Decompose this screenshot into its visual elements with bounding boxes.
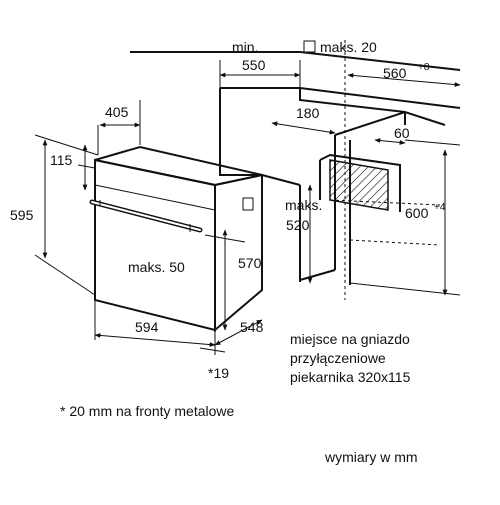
dim-405-label: 405 (105, 104, 129, 120)
dim-115-label: 115 (50, 152, 73, 168)
mounting-bracket (242, 197, 254, 211)
dim-560-tolerance: +8 (418, 62, 430, 73)
dimension-lines (34, 40, 461, 355)
dim-550-label: 550 (242, 57, 266, 73)
socket-note-line3: piekarnika 320x115 (290, 369, 411, 385)
dim-560-label: 560 (383, 65, 407, 81)
dim-570-label: 570 (238, 255, 262, 271)
footnote-text: * 20 mm na fronty metalowe (60, 403, 235, 419)
max-20-label: maks. 20 (320, 39, 377, 55)
dim-594-label: 594 (135, 319, 159, 335)
max-520-word: maks. (285, 197, 322, 213)
dim-600-tolerance: +4 (434, 202, 446, 213)
dim-595-label: 595 (10, 207, 34, 223)
dim-180-label: 180 (296, 105, 320, 121)
units-note: wymiary w mm (324, 449, 418, 465)
dim-600-label: 600 (405, 205, 429, 221)
footnote-marker: *19 (208, 365, 229, 381)
dim-520-label: 520 (286, 217, 310, 233)
min-label: min. (232, 39, 258, 55)
dim-60-label: 60 (394, 125, 410, 141)
dim-548-label: 548 (240, 319, 264, 335)
max-50-label: maks. 50 (128, 259, 185, 275)
socket-note-line2: przyłączeniowe (290, 350, 386, 366)
door-handle (89, 199, 203, 233)
socket-note-line1: miejsce na gniazdo (290, 331, 410, 347)
